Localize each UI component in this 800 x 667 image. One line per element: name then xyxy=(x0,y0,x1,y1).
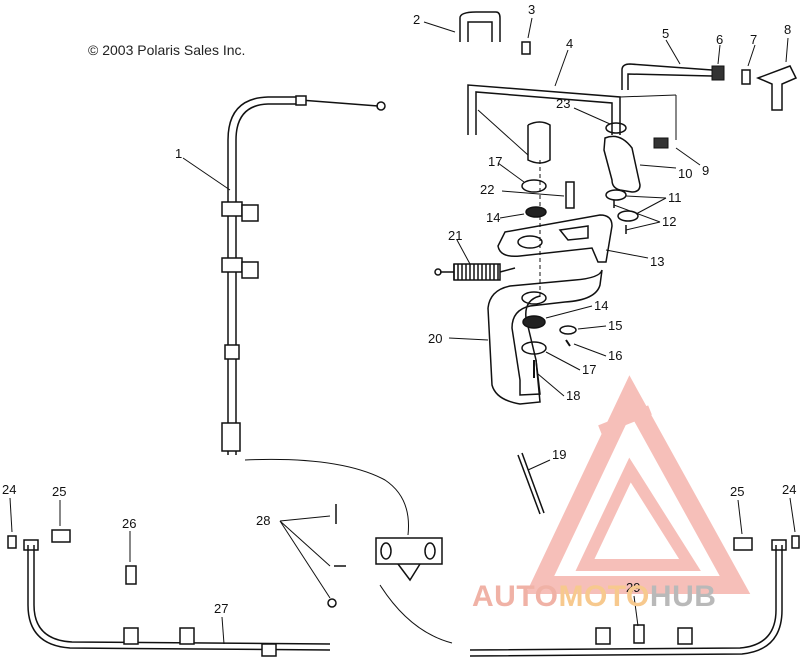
callout-19: 19 xyxy=(552,447,566,462)
part-5-bent-rod xyxy=(621,63,713,90)
callout-labels: 1 2 3 4 5 6 7 8 9 10 11 12 13 14 14 15 1… xyxy=(2,2,796,616)
callout-23: 23 xyxy=(556,96,570,111)
callout-3: 3 xyxy=(528,2,535,17)
callout-25-right: 25 xyxy=(730,484,744,499)
part-14-bushing-lower xyxy=(522,315,546,329)
callout-17-lower: 17 xyxy=(582,362,596,377)
callout-22: 22 xyxy=(480,182,494,197)
part-28-fasteners xyxy=(327,504,346,608)
part-24-cap-right xyxy=(791,535,800,549)
watermark-logo xyxy=(525,375,751,594)
part-4-rod xyxy=(467,84,621,135)
callout-28: 28 xyxy=(256,513,270,528)
callout-8: 8 xyxy=(784,22,791,37)
part-13-lever-plate xyxy=(497,214,613,263)
callout-7: 7 xyxy=(750,32,757,47)
callout-13: 13 xyxy=(650,254,664,269)
part-24-cap-left xyxy=(7,535,17,549)
part-17-washer-lower xyxy=(521,341,547,355)
callout-9: 9 xyxy=(702,163,709,178)
part-16-cotter-pin xyxy=(565,339,571,347)
callout-25-left: 25 xyxy=(52,484,66,499)
pivot-post xyxy=(527,121,551,164)
part-11-washer-b xyxy=(617,210,639,222)
callout-17-upper: 17 xyxy=(488,154,502,169)
part-19-rod xyxy=(517,452,545,515)
callout-29: 29 xyxy=(626,580,640,595)
callout-24-right: 24 xyxy=(782,482,796,497)
part-1-throttle-cable xyxy=(221,95,386,455)
part-17-washer-upper xyxy=(521,179,547,193)
part-23-washer xyxy=(605,122,627,134)
callout-27: 27 xyxy=(214,601,228,616)
callout-20: 20 xyxy=(428,331,442,346)
part-2-u-clip xyxy=(459,11,501,42)
callout-6: 6 xyxy=(716,32,723,47)
callout-14-upper: 14 xyxy=(486,210,500,225)
part-3-pin xyxy=(521,41,531,55)
watermark-text-moto: MOTO xyxy=(558,580,650,613)
callout-5: 5 xyxy=(662,26,669,41)
callout-16: 16 xyxy=(608,348,622,363)
part-21-spring xyxy=(434,263,516,281)
callout-2: 2 xyxy=(413,12,420,27)
part-9-clip xyxy=(653,137,669,149)
callout-4: 4 xyxy=(566,36,573,51)
copyright-notice: © 2003 Polaris Sales Inc. xyxy=(88,42,246,58)
part-22-pin xyxy=(565,181,575,209)
callout-21: 21 xyxy=(448,228,462,243)
watermark-text: AUTOMOTOHUB xyxy=(472,580,716,614)
callout-11: 11 xyxy=(668,190,682,205)
part-10-bracket xyxy=(603,135,641,193)
watermark-text-auto: AUTO xyxy=(472,580,559,613)
callout-15: 15 xyxy=(608,318,622,333)
part-15-washer xyxy=(559,325,577,335)
callout-24-left: 24 xyxy=(2,482,16,497)
connector-guides xyxy=(244,458,453,644)
callout-1: 1 xyxy=(175,146,182,161)
part-7-bushing xyxy=(741,69,751,85)
callout-14-lower: 14 xyxy=(594,298,608,313)
part-29-cable-right xyxy=(469,539,787,657)
part-6-nut xyxy=(711,65,725,81)
part-20-main-bracket xyxy=(487,269,603,405)
part-25-ferrule-right xyxy=(733,537,753,551)
callout-26: 26 xyxy=(122,516,136,531)
part-25-ferrule-left xyxy=(51,529,71,543)
part-27-brake-cable xyxy=(23,539,331,657)
part-14-bushing-upper xyxy=(525,206,547,218)
part-26-stud xyxy=(125,565,137,585)
callout-10: 10 xyxy=(678,166,692,181)
part-28-bracket xyxy=(375,537,443,582)
part-8-t-handle xyxy=(755,65,798,111)
callout-12: 12 xyxy=(662,214,676,229)
callout-18: 18 xyxy=(566,388,580,403)
part-11-washer xyxy=(605,189,627,201)
watermark-text-hub: HUB xyxy=(649,580,717,613)
